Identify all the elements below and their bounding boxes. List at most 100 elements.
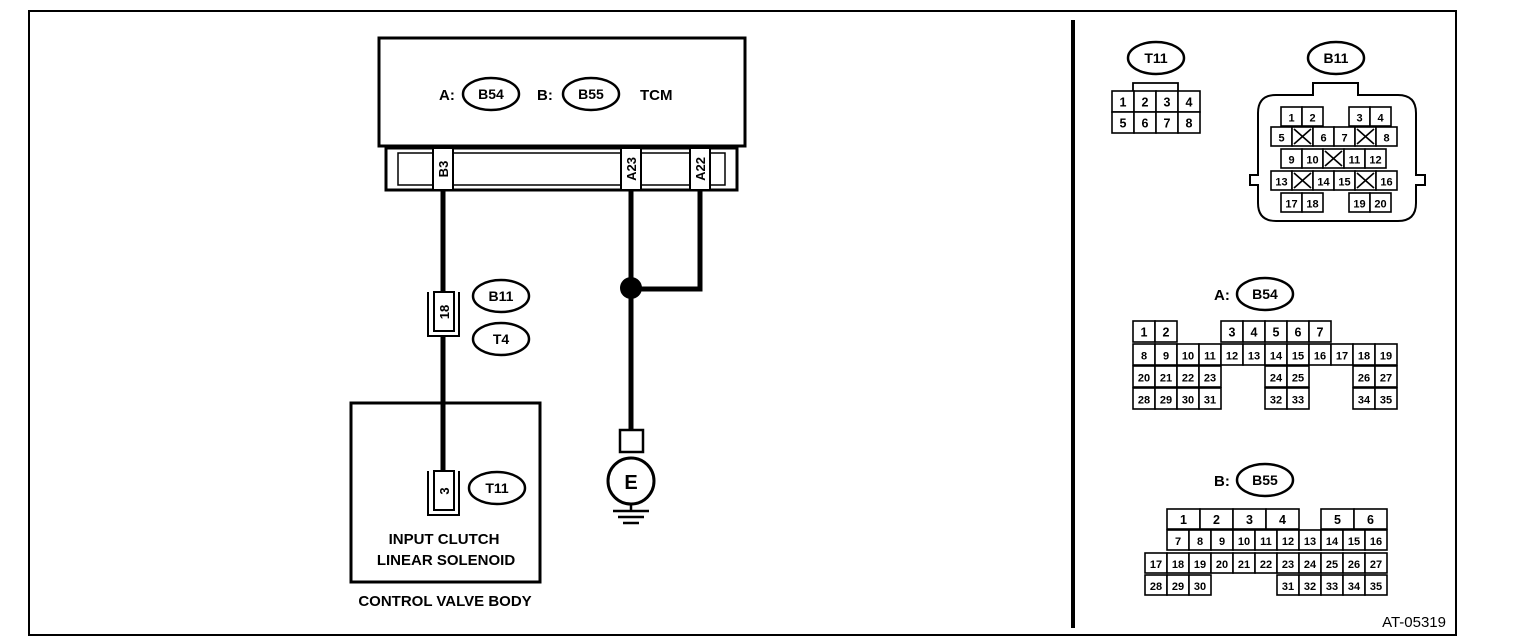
harness-tag-b11: B11: [489, 288, 514, 304]
pin-number: 3: [1246, 513, 1253, 527]
pin-cell: [1177, 111, 1201, 134]
pin-number: 28: [1138, 395, 1150, 407]
blank-pin-mark: [1293, 128, 1312, 145]
pin-number: 1: [1120, 96, 1127, 110]
pin-number: 8: [1186, 117, 1193, 131]
pin-cell: [1198, 387, 1222, 410]
blank-pin-mark: [1356, 128, 1375, 145]
pin-number: 16: [1380, 177, 1392, 189]
pin-number: 9: [1288, 155, 1294, 167]
pin-cell: [1364, 552, 1388, 574]
harness-pin-box: [433, 291, 455, 332]
pin-cell: [1369, 192, 1392, 213]
pin-cell: [1364, 574, 1388, 596]
tcm-connector-a-tag: B54: [478, 86, 504, 102]
pin-number: 33: [1326, 581, 1338, 593]
solenoid-pin-3: 3: [437, 487, 452, 494]
tcm-strip-inner: [397, 152, 726, 186]
pin-cell: [1301, 192, 1324, 213]
b11-tag-oval: [1306, 40, 1366, 76]
pin-number: 34: [1348, 581, 1361, 593]
pin-number: 14: [1326, 536, 1339, 548]
pin-cell: [1374, 343, 1398, 366]
pin-number: 1: [1141, 326, 1148, 340]
pin-cell: [1353, 508, 1388, 530]
pin-number: 6: [1320, 133, 1326, 145]
pin-number: 25: [1326, 559, 1338, 571]
pin-number: 23: [1282, 559, 1294, 571]
pin-number: 35: [1370, 581, 1382, 593]
pin-cell: [1265, 508, 1300, 530]
tcm-connector-a-tag-oval: [461, 76, 521, 112]
pin-number: 27: [1370, 559, 1382, 571]
diagram-frame: [28, 10, 1457, 636]
tcm-unit: A: B54 B: B55 TCM B3 A23 A22: [377, 36, 747, 192]
pin-number: 32: [1304, 581, 1316, 593]
pin-cell: [1308, 320, 1332, 343]
pin-number: 7: [1175, 536, 1181, 548]
pin-cell: [1375, 126, 1398, 147]
b11-tag: B11: [1324, 50, 1349, 66]
pin-number: 6: [1142, 117, 1149, 131]
pin-number: 5: [1120, 117, 1127, 131]
pin-number: 2: [1163, 326, 1170, 340]
ground-terminal: [618, 428, 645, 454]
pin-number: 3: [1356, 113, 1362, 125]
pin-number: 7: [1164, 117, 1171, 131]
pin-number: 31: [1204, 395, 1216, 407]
pin-number: 20: [1374, 199, 1386, 211]
pin-number: 6: [1367, 513, 1374, 527]
pin-cell: [1369, 106, 1392, 127]
pin-number: 17: [1150, 559, 1162, 571]
pin-number: 10: [1306, 155, 1318, 167]
pin-number: 2: [1213, 513, 1220, 527]
pin-number: 24: [1270, 373, 1283, 385]
pin-number: 26: [1348, 559, 1360, 571]
pin-number: 19: [1380, 351, 1392, 363]
pin-number: 11: [1349, 155, 1361, 167]
pin-number: 35: [1380, 395, 1392, 407]
solenoid-pin-box: [433, 470, 455, 511]
pin-number: 16: [1314, 351, 1326, 363]
control-valve-body-label: CONTROL VALVE BODY: [358, 593, 531, 610]
pin-number: 17: [1336, 351, 1348, 363]
pin-number: 24: [1304, 559, 1317, 571]
pin-number: 29: [1160, 395, 1172, 407]
splice-point: [620, 277, 642, 299]
pin-number: 4: [1377, 113, 1384, 125]
control-valve-body-box: [349, 401, 542, 584]
b55-tag: B55: [1252, 472, 1278, 488]
pin-number: 13: [1304, 536, 1316, 548]
pin-number: 30: [1194, 581, 1206, 593]
b54-prefix: A:: [1214, 287, 1230, 304]
tcm-pin-a22: A22: [693, 157, 708, 181]
solenoid-tag: T11: [485, 480, 509, 496]
pin-number: 34: [1358, 395, 1371, 407]
harness-tag-t4-oval: [471, 321, 531, 357]
pin-number: 1: [1288, 113, 1294, 125]
pin-number: 5: [1273, 326, 1280, 340]
pin-cell: [1374, 387, 1398, 410]
blank-pin-mark: [1324, 150, 1343, 167]
pin-number: 15: [1338, 177, 1350, 189]
pin-number: 19: [1194, 559, 1206, 571]
pin-number: 11: [1204, 351, 1216, 363]
pin-number: 2: [1309, 113, 1315, 125]
pin-number: 2: [1142, 96, 1149, 110]
ground-label: E: [624, 472, 637, 494]
pin-number: 22: [1182, 373, 1194, 385]
control-valve-body: 3 T11 INPUT CLUTCH LINEAR SOLENOID: [349, 401, 542, 584]
pin-number: 5: [1278, 133, 1284, 145]
pin-number: 28: [1150, 581, 1162, 593]
pin-number: 18: [1358, 351, 1370, 363]
tcm-name: TCM: [640, 87, 673, 104]
pin-number: 7: [1317, 326, 1324, 340]
pin-number: 3: [1164, 96, 1171, 110]
pin-number: 7: [1341, 133, 1347, 145]
pin-number: 9: [1219, 536, 1225, 548]
